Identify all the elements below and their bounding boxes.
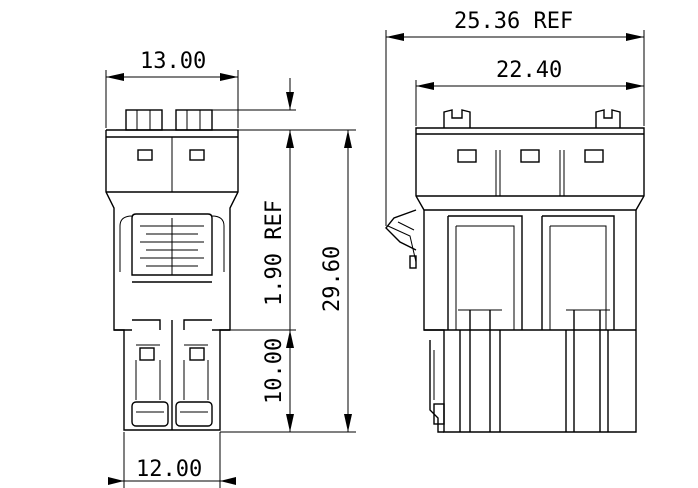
dim-text-inner-width: 22.40 — [496, 58, 562, 83]
dim-text-overall-width-ref: 25.36 REF — [454, 9, 573, 34]
dimension-lower-height: 10.00 — [220, 329, 356, 433]
dimension-bottom-width: 12.00 — [108, 432, 236, 488]
dim-text-overall-height: 29.60 — [320, 246, 345, 312]
front-view — [105, 109, 239, 431]
dimension-overall-width-ref: 25.36 REF — [385, 9, 645, 226]
dim-text-top-width: 13.00 — [140, 49, 206, 74]
side-view — [385, 109, 645, 433]
dimension-overall-height: 29.60 — [238, 129, 356, 432]
dimension-inner-width: 22.40 — [415, 58, 644, 126]
dim-text-side-offset: 1.90 REF — [262, 200, 287, 306]
dimension-side-offset: 1.90 REF — [212, 78, 296, 330]
dimension-top-width: 13.00 — [105, 49, 239, 128]
dim-text-bottom-width: 12.00 — [136, 457, 202, 482]
top-pins — [125, 109, 213, 131]
dim-text-lower-height: 10.00 — [262, 338, 287, 404]
